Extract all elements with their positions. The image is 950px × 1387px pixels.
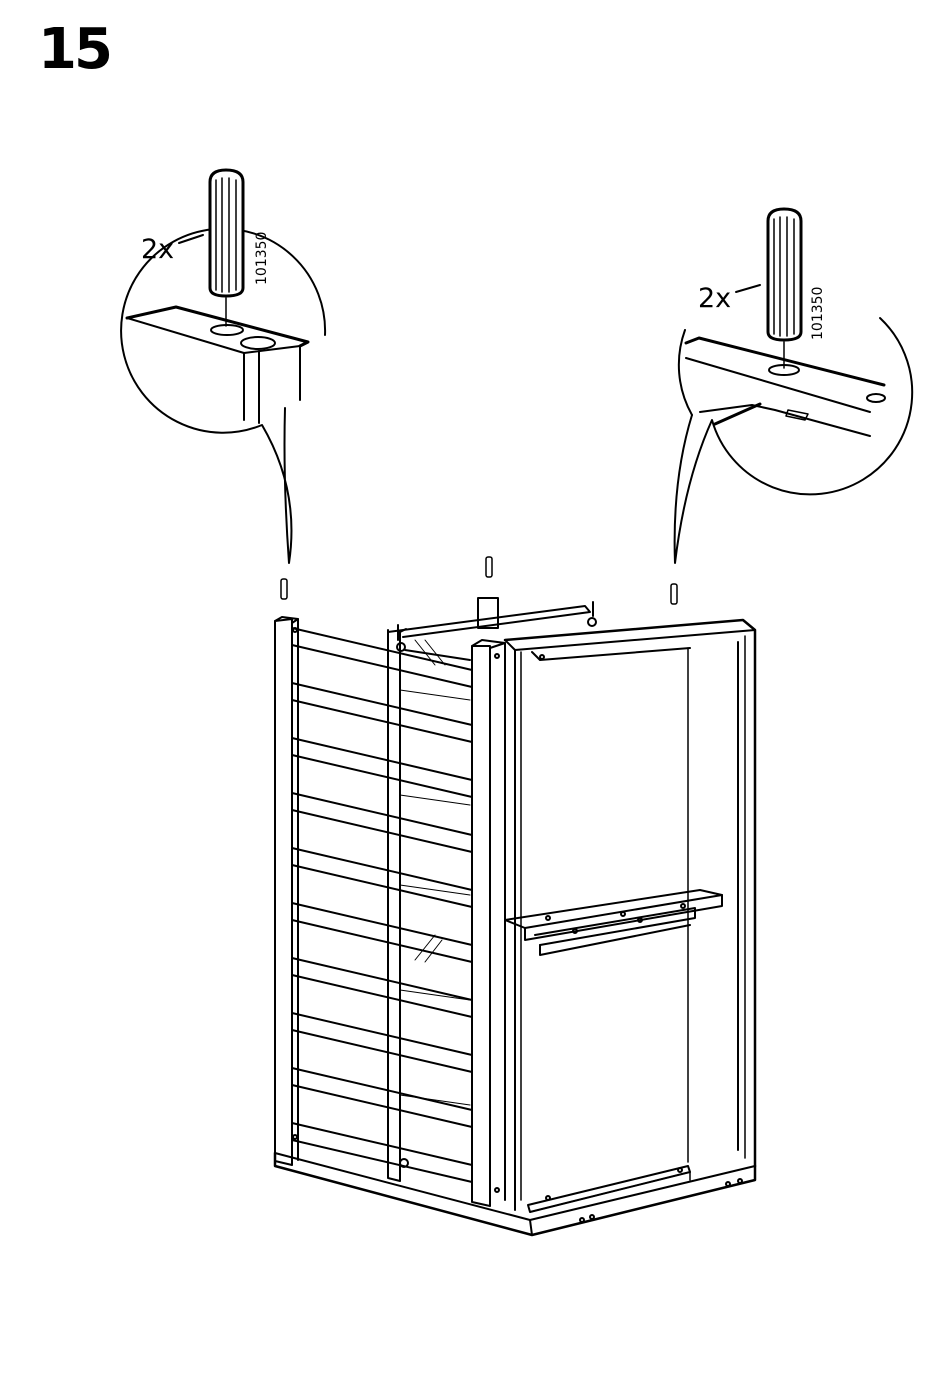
wooden-dowel-icon <box>210 170 243 296</box>
left-part-number: 101350 <box>254 232 270 285</box>
right-quantity-label: 2x <box>698 283 731 314</box>
right-detail-callout: 2x 101350 <box>675 209 913 563</box>
dresser-carcass <box>275 557 755 1235</box>
left-detail-callout: 2x 101350 <box>121 170 325 563</box>
ladder-rungs <box>292 628 472 1182</box>
right-part-number: 101350 <box>810 287 826 340</box>
left-quantity-label: 2x <box>141 234 174 265</box>
wooden-dowel-icon <box>768 209 801 340</box>
